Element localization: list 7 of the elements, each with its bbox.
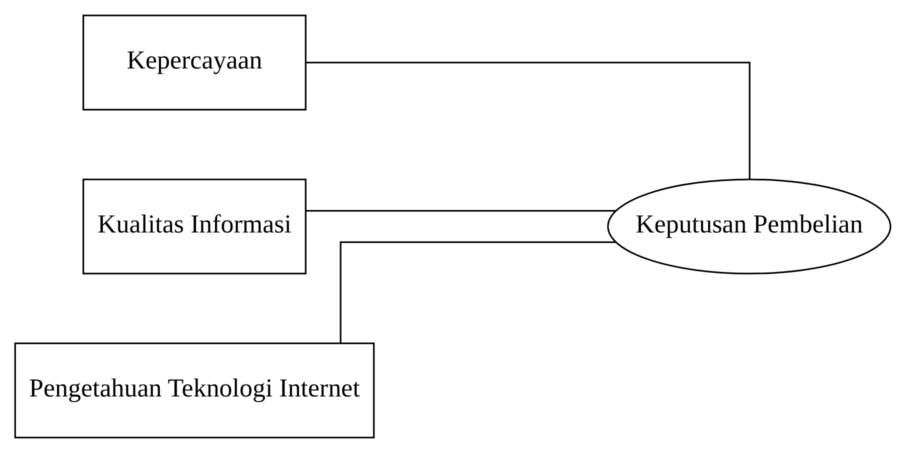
- node-box: Kepercayaan: [82, 14, 306, 110]
- node-box: Kualitas Informasi: [82, 178, 306, 274]
- node-box: Pengetahuan Teknologi Internet: [14, 342, 375, 438]
- connector: [306, 61, 750, 179]
- node-ellipse: Keputusan Pembelian: [607, 178, 892, 274]
- connector: [306, 210, 616, 212]
- connector: [340, 240, 616, 343]
